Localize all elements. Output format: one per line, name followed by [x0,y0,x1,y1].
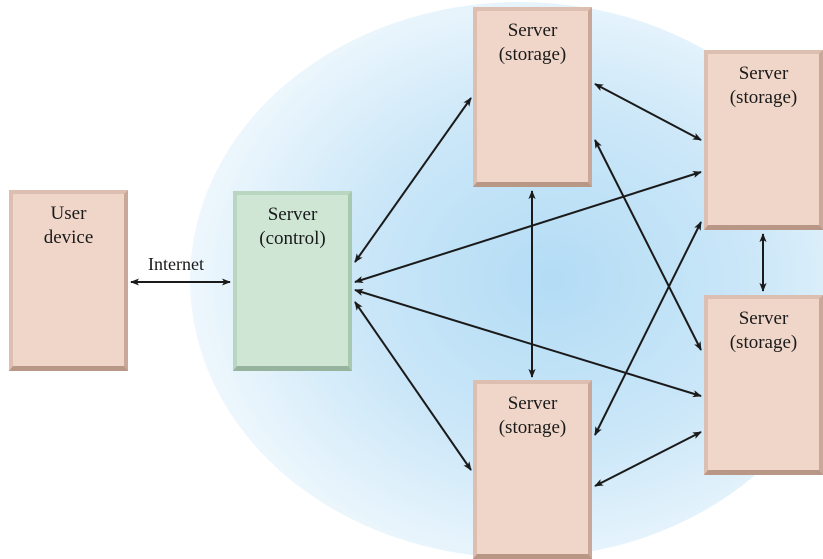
arrow-control-bottom [354,301,472,471]
user-device-line2: device [43,227,94,248]
storage-server-upper-right-box: Server (storage) [704,50,823,230]
control-server-line1: Server [267,204,318,225]
control-server-line2: (control) [259,228,326,249]
storage-server-upper-right-line2: (storage) [729,87,798,108]
control-server-box: Server (control) [233,191,352,371]
arrow-top-upper-right [594,83,702,141]
arrow-bottom-lower-right [594,431,702,487]
storage-server-top-line1: Server [507,20,558,41]
storage-server-bottom-line2: (storage) [498,417,567,438]
storage-server-lower-right-box: Server (storage) [704,295,823,475]
arrow-bottom-upper-right [594,221,702,436]
user-device-box: User device [9,190,128,371]
storage-server-bottom-box: Server (storage) [473,380,592,559]
storage-server-lower-right-line2: (storage) [729,332,798,353]
storage-server-upper-right-line1: Server [738,63,789,84]
internet-label: Internet [148,254,204,274]
arrow-control-lower-right [354,288,702,398]
user-device-line1: User [50,203,87,224]
storage-server-top-line2: (storage) [498,44,567,65]
arrow-top-lower-right [594,139,702,351]
storage-server-top-box: Server (storage) [473,7,592,187]
arrow-control-top [354,97,472,263]
storage-server-bottom-line1: Server [507,393,558,414]
storage-server-lower-right-line1: Server [738,308,789,329]
